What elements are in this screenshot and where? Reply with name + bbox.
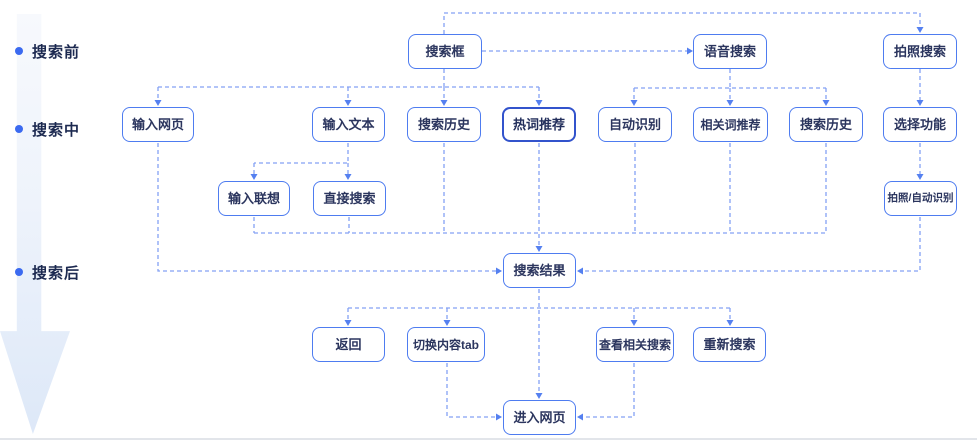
bullet-icon bbox=[15, 47, 23, 55]
node-search-again: 重新搜索 bbox=[693, 327, 766, 362]
node-photo-auto-recognition: 拍照/自动识别 bbox=[884, 181, 957, 216]
arrowhead-icons bbox=[154, 27, 924, 421]
node-search-box: 搜索框 bbox=[408, 34, 482, 69]
phase-label: 搜索中 bbox=[32, 121, 81, 139]
node-related-words: 相关词推荐 bbox=[693, 107, 768, 142]
bullet-icon bbox=[15, 268, 23, 276]
node-input-webpage: 输入网页 bbox=[122, 107, 194, 142]
node-hot-words: 热词推荐 bbox=[502, 107, 576, 142]
phase-label: 搜索后 bbox=[32, 264, 81, 282]
node-view-related-search: 查看相关搜索 bbox=[596, 327, 674, 362]
node-enter-webpage: 进入网页 bbox=[503, 400, 576, 435]
node-voice-search: 语音搜索 bbox=[693, 34, 767, 69]
phase-before: 搜索前 bbox=[15, 42, 81, 61]
bullet-icon bbox=[15, 125, 23, 133]
node-direct-search: 直接搜索 bbox=[313, 181, 386, 216]
node-search-results: 搜索结果 bbox=[503, 253, 576, 288]
node-input-text: 输入文本 bbox=[312, 107, 385, 142]
node-back: 返回 bbox=[312, 327, 385, 362]
node-switch-content-tab: 切换内容tab bbox=[407, 327, 485, 362]
node-photo-search: 拍照搜索 bbox=[883, 34, 957, 69]
phase-after: 搜索后 bbox=[15, 263, 81, 282]
phase-during: 搜索中 bbox=[15, 120, 81, 139]
node-search-history-2: 搜索历史 bbox=[789, 107, 863, 142]
node-search-history-1: 搜索历史 bbox=[407, 107, 481, 142]
bottom-divider bbox=[0, 438, 977, 440]
phase-label: 搜索前 bbox=[32, 43, 81, 61]
node-input-suggest: 输入联想 bbox=[218, 181, 290, 216]
node-auto-recognition: 自动识别 bbox=[598, 107, 672, 142]
node-select-function: 选择功能 bbox=[883, 107, 957, 142]
